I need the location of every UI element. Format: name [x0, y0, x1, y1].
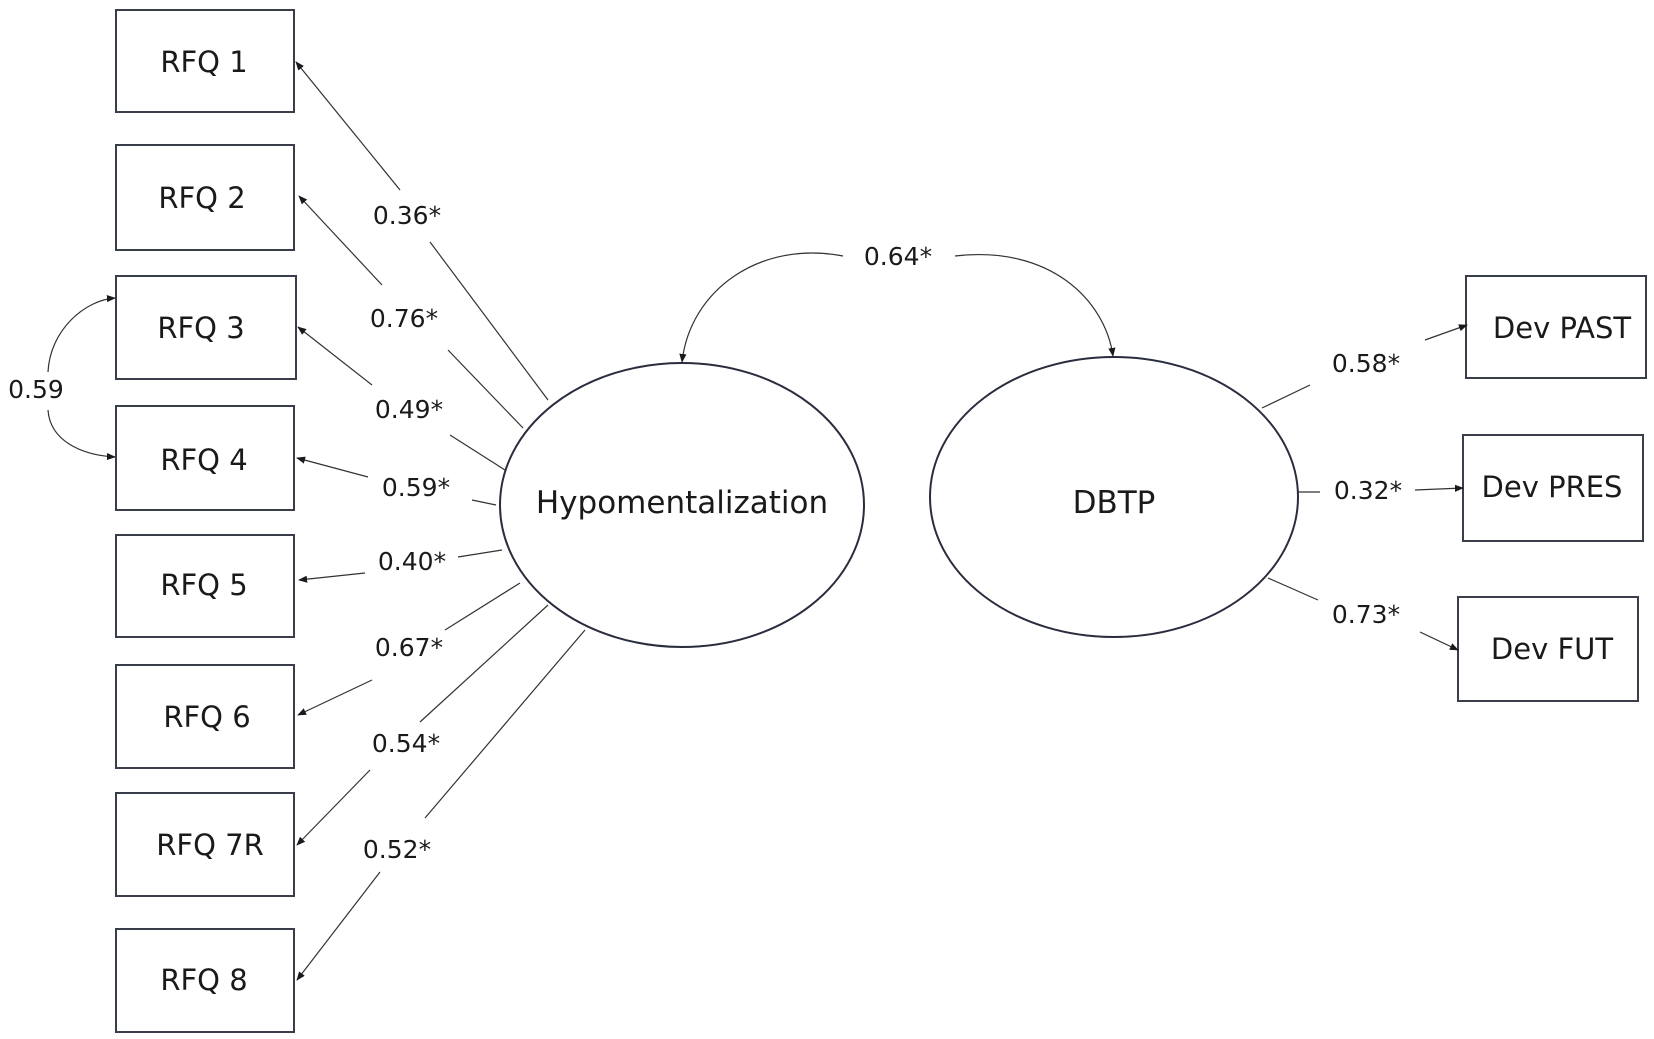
residual-covariance-label: 0.59 [8, 375, 64, 404]
path-rfq5 [298, 549, 503, 583]
hypomentalization-latent: Hypomentalization [499, 362, 865, 648]
loading-rfq4-label: 0.59* [382, 473, 450, 502]
path-rfq6 [297, 582, 521, 716]
dev-fut-node: Dev FUT [1457, 596, 1639, 702]
dbtp-label: DBTP [1073, 485, 1156, 521]
rfq-6-node: RFQ 6 [115, 664, 295, 769]
loading-rfq7r-label: 0.54* [372, 729, 440, 758]
path-rfq4 [296, 456, 497, 506]
loading-dev-past-label: 0.58* [1332, 349, 1400, 378]
rfq-2-label: RFQ 2 [158, 181, 245, 215]
loading-dev-pres-label: 0.32* [1334, 476, 1402, 505]
loading-rfq3-label: 0.49* [375, 395, 443, 424]
loading-rfq1-label: 0.36* [373, 201, 441, 230]
path-dev-fut [1267, 577, 1459, 651]
rfq-4-label: RFQ 4 [160, 443, 247, 477]
covariance-latents-label: 0.64* [864, 242, 932, 271]
loading-rfq8-label: 0.52* [363, 835, 431, 864]
path-rfq2 [298, 195, 524, 429]
dev-pres-node: Dev PRES [1462, 434, 1644, 542]
loading-dev-fut-label: 0.73* [1332, 600, 1400, 629]
path-rfq1 [295, 61, 549, 401]
residual-covariance-arc [47, 294, 116, 461]
path-rfq3 [297, 326, 506, 471]
rfq-5-label: RFQ 5 [160, 568, 247, 602]
rfq-3-node: RFQ 3 [115, 275, 297, 380]
rfq-4-node: RFQ 4 [115, 405, 295, 511]
path-rfq7r [296, 604, 549, 846]
rfq-7r-node: RFQ 7R [115, 792, 295, 897]
rfq-6-label: RFQ 6 [163, 700, 250, 734]
dev-pres-label: Dev PRES [1482, 470, 1623, 504]
rfq-2-node: RFQ 2 [115, 144, 295, 251]
rfq-1-label: RFQ 1 [160, 45, 247, 79]
dev-past-label: Dev PAST [1493, 311, 1631, 345]
loading-rfq2-label: 0.76* [370, 304, 438, 333]
rfq-7r-label: RFQ 7R [156, 828, 263, 862]
dbtp-latent: DBTP [929, 356, 1299, 638]
rfq-5-node: RFQ 5 [115, 534, 295, 638]
loading-rfq6-label: 0.67* [375, 633, 443, 662]
rfq-8-node: RFQ 8 [115, 928, 295, 1033]
rfq-8-label: RFQ 8 [160, 963, 247, 997]
hypomentalization-label: Hypomentalization [536, 485, 828, 521]
dev-fut-label: Dev FUT [1491, 632, 1613, 666]
path-dev-past [1261, 324, 1468, 409]
loading-rfq5-label: 0.40* [378, 547, 446, 576]
dev-past-node: Dev PAST [1465, 275, 1647, 379]
rfq-1-node: RFQ 1 [115, 9, 295, 113]
path-rfq8 [296, 629, 586, 981]
path-dev-pres [1298, 484, 1464, 493]
rfq-3-label: RFQ 3 [157, 311, 244, 345]
covariance-latents-arc [679, 252, 1116, 363]
